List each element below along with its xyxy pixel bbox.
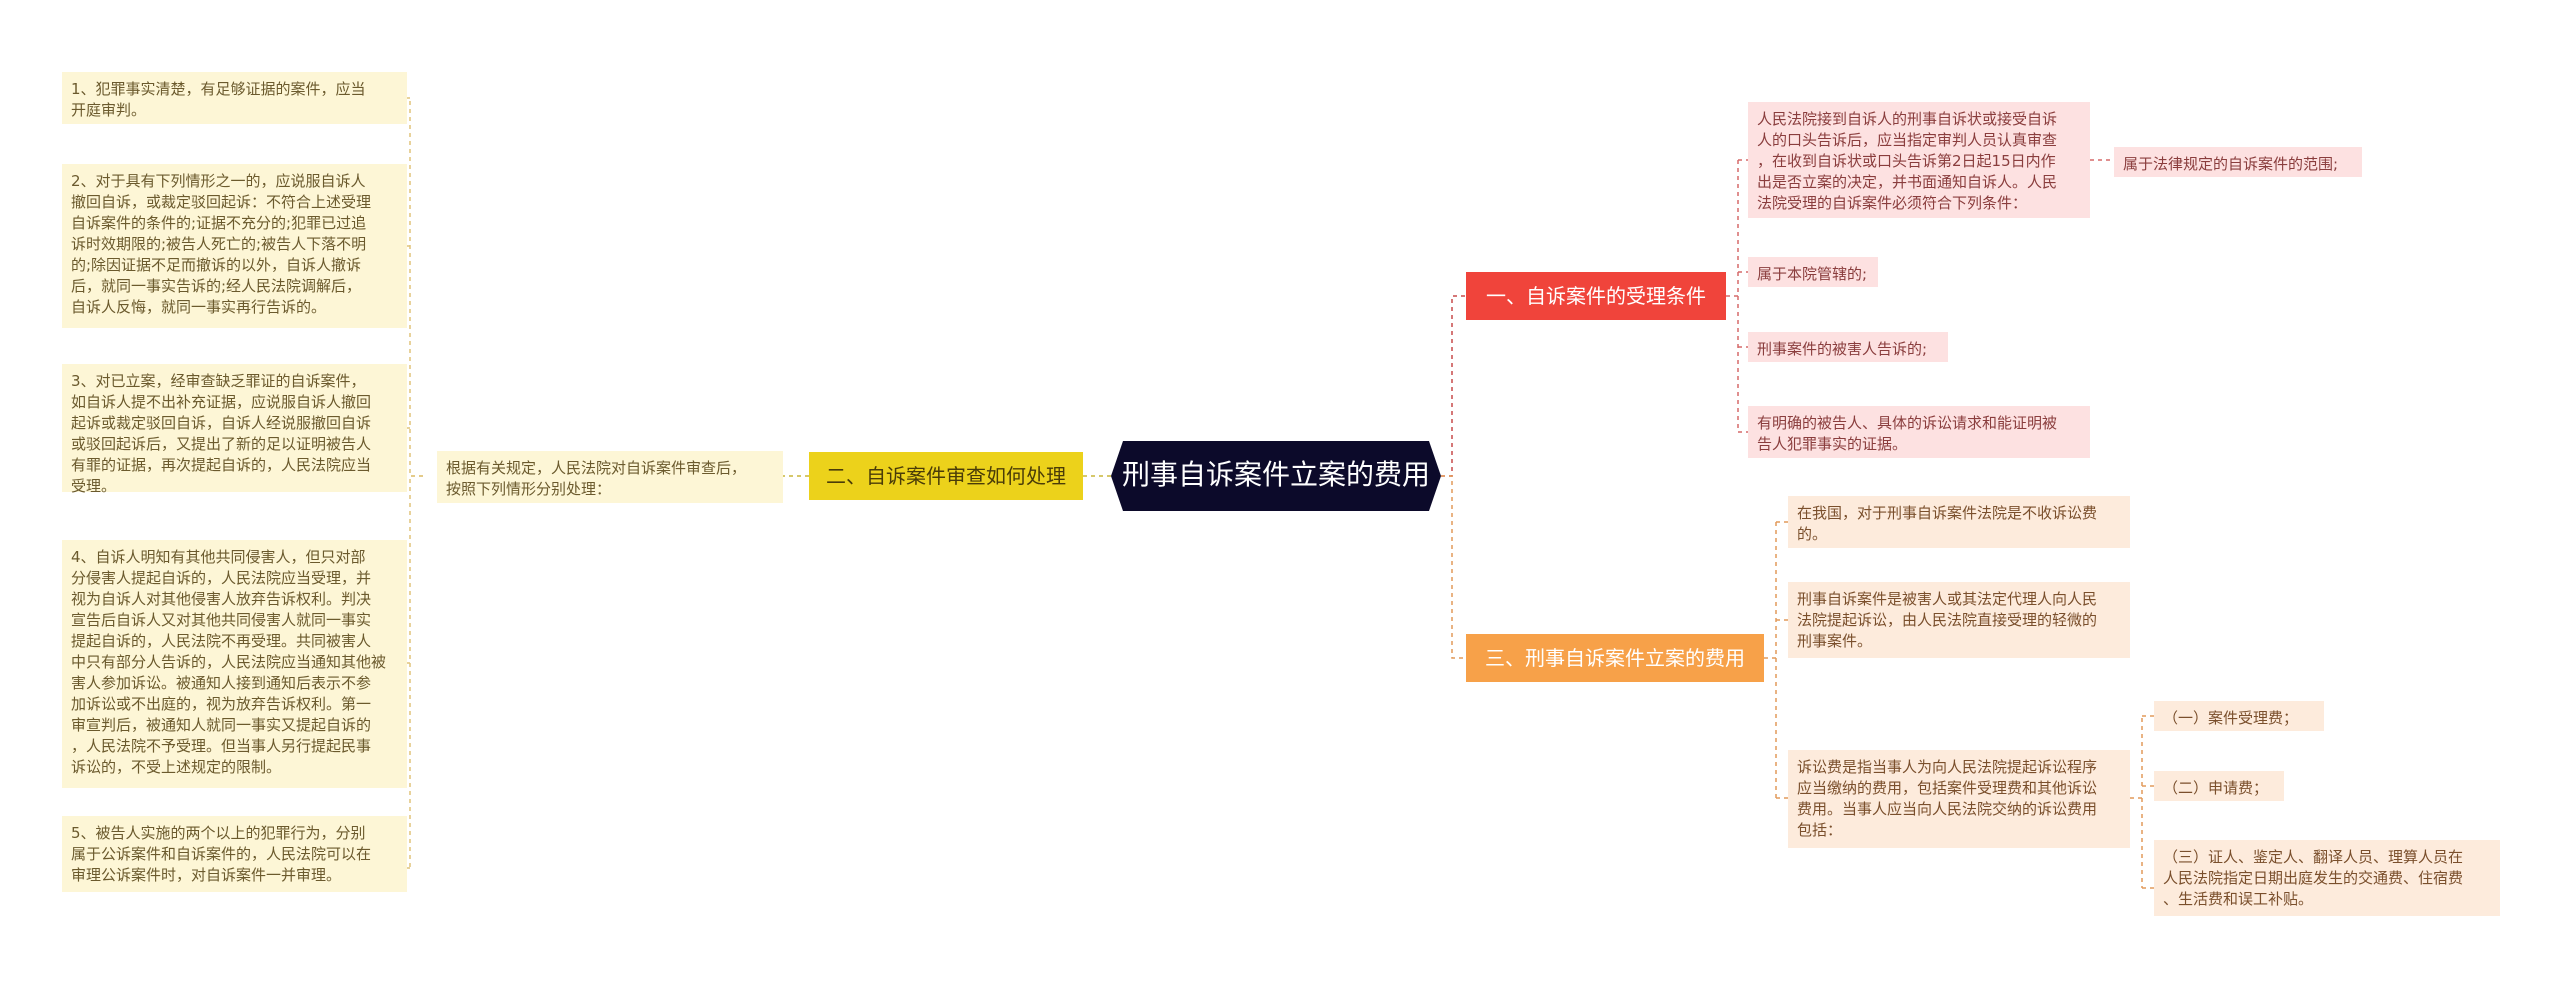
review-item-1[interactable]: 1、犯罪事实清楚，有足够证据的案件，应当 开庭审判。 (62, 72, 407, 124)
acceptance-sub-item[interactable]: 属于法律规定的自诉案件的范围; (2114, 147, 2362, 177)
fees-item-3[interactable]: 诉讼费是指当事人为向人民法院提起诉讼程序 应当缴纳的费用，包括案件受理费和其他诉… (1788, 750, 2130, 848)
review-item-4[interactable]: 4、自诉人明知有其他共同侵害人，但只对部 分侵害人提起自诉的，人民法院应当受理，… (62, 540, 407, 788)
fee-case-acceptance[interactable]: （一）案件受理费； (2154, 701, 2324, 731)
branch-filing-fees[interactable]: 三、刑事自诉案件立案的费用 (1466, 634, 1764, 682)
review-item-2[interactable]: 2、对于具有下列情形之一的，应说服自诉人 撤回自诉，或裁定驳回起诉：不符合上述受… (62, 164, 407, 328)
review-item-5[interactable]: 5、被告人实施的两个以上的犯罪行为，分别 属于公诉案件和自诉案件的，人民法院可以… (62, 816, 407, 892)
root-topic[interactable]: 刑事自诉案件立案的费用 (1111, 441, 1441, 511)
acceptance-item-1[interactable]: 人民法院接到自诉人的刑事自诉状或接受自诉 人的口头告诉后，应当指定审判人员认真审… (1748, 102, 2090, 218)
review-intro[interactable]: 根据有关规定，人民法院对自诉案件审查后， 按照下列情形分别处理： (437, 451, 783, 503)
review-item-3[interactable]: 3、对已立案，经审查缺乏罪证的自诉案件， 如自诉人提不出补充证据，应说服自诉人撤… (62, 364, 407, 495)
acceptance-item-3[interactable]: 刑事案件的被害人告诉的; (1748, 332, 1948, 362)
fee-application[interactable]: （二）申请费； (2154, 771, 2284, 801)
fees-item-2[interactable]: 刑事自诉案件是被害人或其法定代理人向人民 法院提起诉讼，由人民法院直接受理的轻微… (1788, 582, 2130, 658)
fees-item-1[interactable]: 在我国，对于刑事自诉案件法院是不收诉讼费 的。 (1788, 496, 2130, 548)
fee-witness-expenses[interactable]: （三）证人、鉴定人、翻译人员、理算人员在 人民法院指定日期出庭发生的交通费、住宿… (2154, 840, 2500, 916)
acceptance-item-2[interactable]: 属于本院管辖的; (1748, 257, 1878, 287)
acceptance-item-4[interactable]: 有明确的被告人、具体的诉讼请求和能证明被 告人犯罪事实的证据。 (1748, 406, 2090, 458)
branch-acceptance-conditions[interactable]: 一、自诉案件的受理条件 (1466, 272, 1726, 320)
branch-review-handling[interactable]: 二、自诉案件审查如何处理 (809, 452, 1083, 500)
